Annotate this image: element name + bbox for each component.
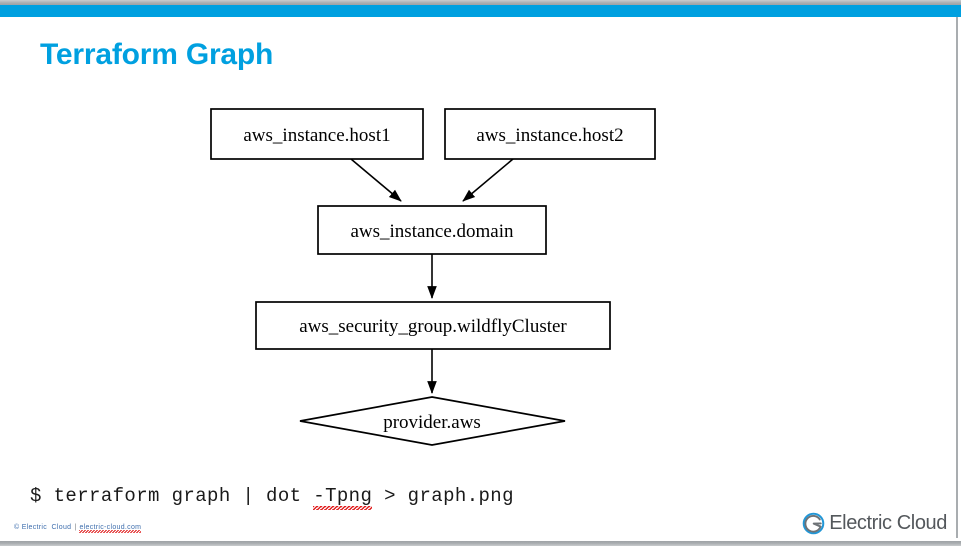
footer-separator: |	[74, 524, 77, 531]
node-label-domain: aws_instance.domain	[350, 221, 514, 242]
edge-host2-to-domain	[462, 158, 514, 202]
node-shape-box	[317, 205, 547, 255]
node-label-security-group: aws_security_group.wildflyCluster	[299, 316, 567, 337]
slide-frame-bottom	[0, 541, 961, 546]
slide-frame-left	[0, 17, 1, 538]
slide-frame-right	[956, 17, 958, 538]
graph-node-host2[interactable]: aws_instance.host2	[444, 108, 656, 160]
graph-svg: aws_instance.host1 aws_instance.host2 aw…	[210, 108, 656, 446]
command-flag-tpng: -Tpng	[313, 485, 373, 510]
electric-cloud-logo-text: Electric Cloud	[829, 512, 947, 534]
graph-node-provider[interactable]: provider.aws	[299, 396, 566, 446]
command-line: $ terraform graph | dot -Tpng > graph.pn…	[30, 485, 514, 510]
edge-host1-to-domain	[350, 158, 402, 202]
footer-copyright-text: © Electric Cloud	[14, 524, 72, 531]
node-label-host2: aws_instance.host2	[476, 125, 623, 146]
terraform-graph-figure: aws_instance.host1 aws_instance.host2 aw…	[0, 90, 961, 460]
shell-prompt: $	[30, 485, 42, 507]
electric-cloud-logo: Electric Cloud	[802, 512, 947, 535]
command-before-flag: terraform graph | dot	[41, 485, 314, 507]
page-title: Terraform Graph	[40, 38, 274, 71]
window-top-strip	[0, 0, 961, 5]
node-label-host1: aws_instance.host1	[243, 125, 390, 146]
node-shape-diamond	[299, 396, 566, 446]
graph-node-security-group[interactable]: aws_security_group.wildflyCluster	[255, 301, 611, 350]
command-after-flag: > graph.png	[372, 485, 514, 507]
graph-node-domain[interactable]: aws_instance.domain	[317, 205, 547, 255]
node-shape-box	[210, 108, 424, 160]
footer-copyright: © Electric Cloud|electric-cloud.com	[14, 524, 142, 533]
footer-website: electric-cloud.com	[79, 524, 142, 533]
graph-node-host1[interactable]: aws_instance.host1	[210, 108, 424, 160]
node-shape-box	[444, 108, 656, 160]
node-shape-box	[255, 301, 611, 350]
graph-edges	[350, 158, 514, 394]
accent-bar-top	[0, 5, 961, 17]
electric-cloud-mark-icon	[802, 512, 825, 535]
node-label-provider: provider.aws	[383, 412, 481, 433]
